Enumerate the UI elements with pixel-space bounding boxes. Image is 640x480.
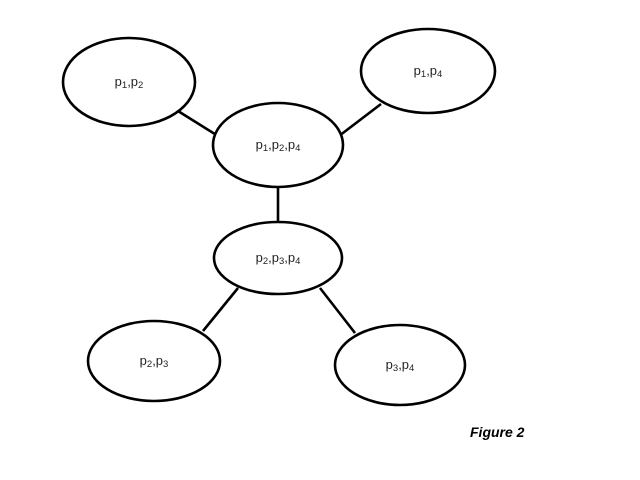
- graph-node-p1p2p4[interactable]: p1,p2,p4: [211, 101, 345, 189]
- node-label-p2p3: p2,p3: [140, 353, 169, 370]
- node-ellipse-p3p4[interactable]: [333, 323, 467, 407]
- node-label-p3p4: p3,p4: [386, 357, 415, 374]
- graph-node-p1p4[interactable]: p1,p4: [359, 27, 497, 115]
- node-label-p1p2p4: p1,p2,p4: [256, 137, 301, 154]
- node-ellipse-p2p3[interactable]: [86, 319, 222, 403]
- node-ellipse-p1p2[interactable]: [61, 36, 197, 128]
- edges-layer: [177, 102, 382, 334]
- edge-p2p3p4--p2p3: [201, 287, 240, 332]
- nodes-layer: p1,p2 p1,p2,p4 p1,p4 p2,p3,p4 p2,p3 p3,p4: [61, 27, 497, 407]
- node-ellipse-p1p2p4[interactable]: [211, 101, 345, 189]
- node-label-p2p3p4: p2,p3,p4: [256, 250, 301, 267]
- node-ellipse-p1p4[interactable]: [359, 27, 497, 115]
- figure-caption: Figure 2: [470, 424, 525, 440]
- node-label-p1p4: p1,p4: [414, 63, 443, 80]
- node-label-p1p2: p1,p2: [115, 74, 144, 91]
- edge-p1p2--p1p2p4: [177, 109, 219, 138]
- node-ellipse-p2p3p4[interactable]: [212, 220, 344, 296]
- graph-node-p2p3[interactable]: p2,p3: [86, 319, 222, 403]
- graph-node-p2p3p4[interactable]: p2,p3,p4: [212, 220, 344, 296]
- graph-node-p1p2[interactable]: p1,p2: [61, 36, 197, 128]
- graph-node-p3p4[interactable]: p3,p4: [333, 323, 467, 407]
- edge-p2p3p4--p3p4: [318, 287, 357, 334]
- edge-p1p2p4--p1p4: [338, 102, 382, 138]
